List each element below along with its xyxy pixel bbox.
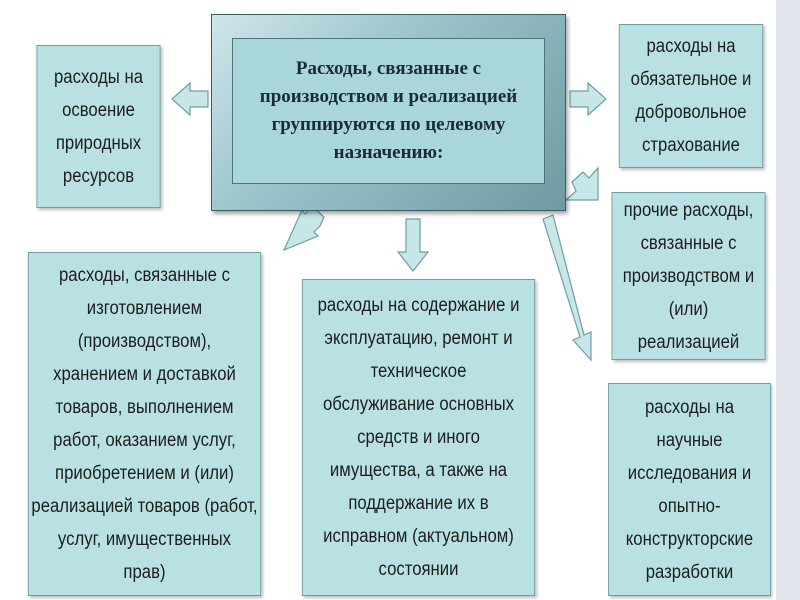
arrow-long-diagonal: [542, 214, 592, 362]
box-maintenance: расходы на содержание и эксплуатацию, ре…: [301, 279, 536, 596]
center-box-text: Расходы, связанные с производством и реа…: [259, 58, 518, 163]
box-research: расходы на научные исследования и опытно…: [608, 383, 771, 596]
box-insurance: расходы на обязательное и добровольное с…: [618, 24, 764, 168]
box-natural-resources: расходы на освоение природных ресурсов: [36, 45, 161, 208]
box-other-expenses: прочие расходы, связанные с производство…: [611, 192, 766, 360]
box-manufacturing: расходы, связанные с изготовлением (прои…: [27, 252, 262, 596]
arrow-right-down: [564, 166, 599, 201]
arrow-down: [396, 218, 430, 272]
center-box: Расходы, связанные с производством и реа…: [232, 38, 545, 184]
box-natural-resources-text: расходы на освоение природных ресурсов: [53, 66, 144, 187]
box-research-text: расходы на научные исследования и опытно…: [625, 396, 754, 583]
box-manufacturing-text: расходы, связанные с изготовлением (прои…: [31, 265, 258, 583]
slide-edge-strip: [776, 0, 800, 600]
arrow-right: [569, 81, 607, 117]
box-other-expenses-text: прочие расходы, связанные с производство…: [622, 199, 755, 353]
arrow-left: [171, 81, 209, 117]
box-insurance-text: расходы на обязательное и добровольное с…: [630, 36, 752, 156]
box-maintenance-text: расходы на содержание и эксплуатацию, ре…: [317, 295, 520, 580]
arrow-left-down: [282, 205, 325, 252]
